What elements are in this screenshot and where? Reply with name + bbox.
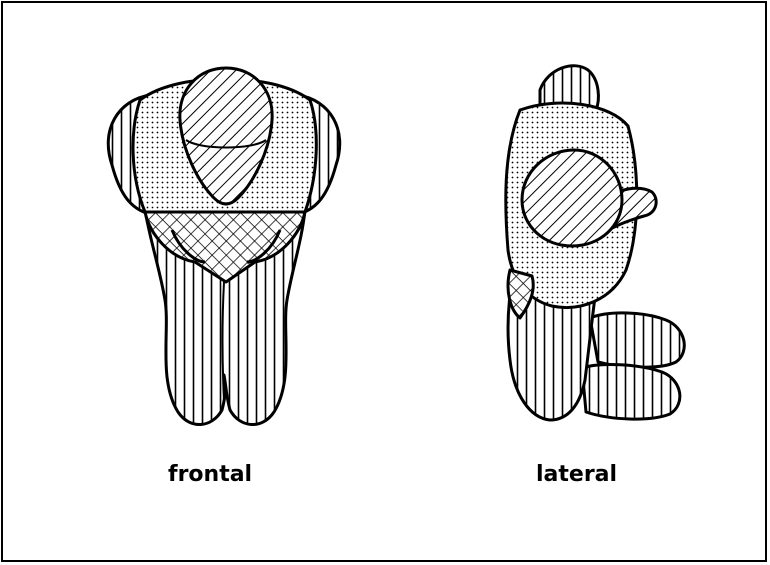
frontal-label: frontal	[168, 462, 252, 487]
lateral-head	[522, 150, 622, 246]
lateral-thigh-lower	[582, 365, 680, 420]
frontal-figure	[108, 68, 339, 425]
lateral-label: lateral	[536, 462, 617, 487]
lateral-figure	[506, 66, 685, 420]
lateral-thigh-upper	[590, 313, 684, 367]
